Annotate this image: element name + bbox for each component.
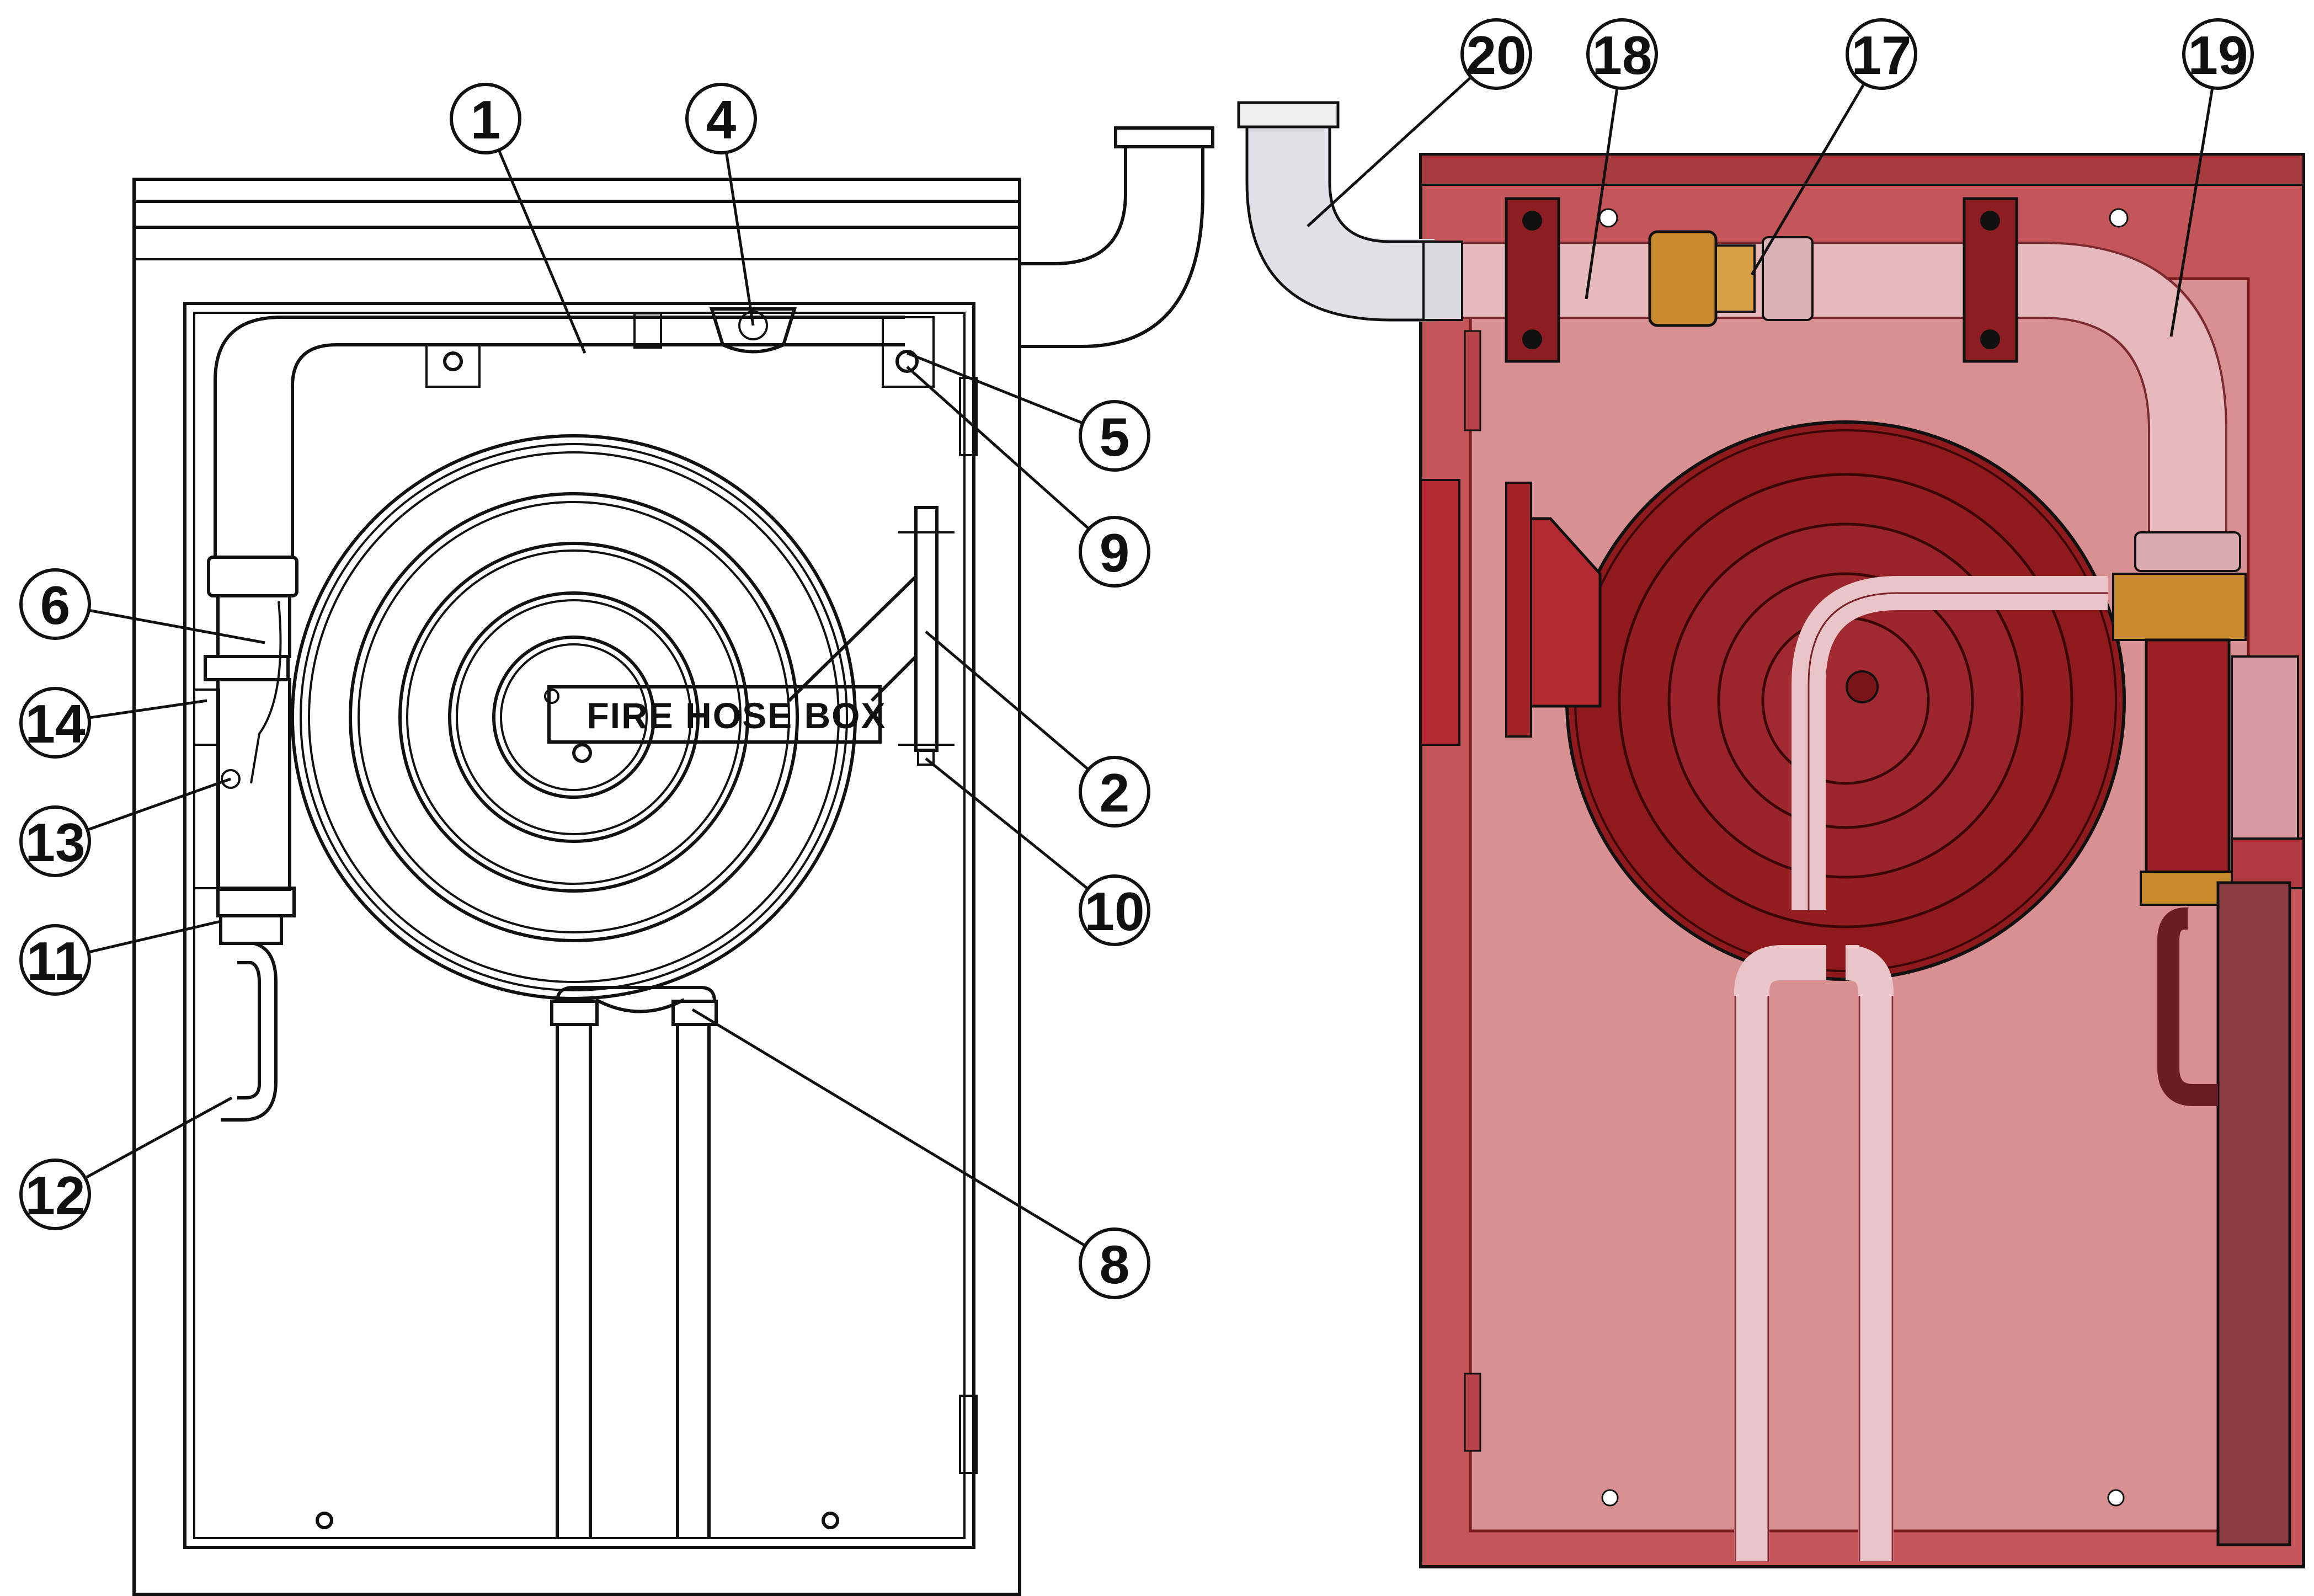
- callout-bubble-4: [685, 83, 757, 154]
- brass-coupling: [1648, 230, 1718, 327]
- callout-bubble-6: [19, 568, 91, 640]
- valve-union-lower: [216, 887, 296, 917]
- reel-label: FIRE HOSE BOX: [587, 695, 886, 736]
- callout-number-6: 6: [40, 575, 71, 636]
- bottom-pipes-colored: [1734, 945, 1894, 1561]
- callout-leader-20: [1307, 76, 1472, 227]
- callout-number-19: 19: [2188, 25, 2248, 86]
- cabinet-left-plate: [1420, 479, 1460, 746]
- callout-number-12: 12: [25, 1165, 85, 1226]
- callout-number-13: 13: [25, 812, 85, 873]
- callout-leader-5: [907, 351, 1084, 425]
- callout-number-4: 4: [706, 89, 737, 150]
- callout-leader-12: [84, 1096, 233, 1179]
- valve-union-upper: [207, 556, 298, 597]
- callout-bubble-10: [1079, 874, 1150, 946]
- callout-bubble-1: [450, 83, 521, 154]
- callout-bubble-2: [1079, 756, 1150, 828]
- callout-leader-1: [497, 150, 587, 354]
- bottom-pipe-right: [676, 1023, 711, 1539]
- callout-leader-6: [88, 608, 265, 644]
- valve-handle: [221, 942, 278, 1122]
- callout-bubble-13: [19, 805, 91, 877]
- callout-number-5: 5: [1100, 407, 1130, 467]
- outlet-elbow: [1020, 146, 1204, 348]
- callout-number-9: 9: [1100, 522, 1130, 583]
- cabinet-top-strip: [1420, 153, 2305, 186]
- callout-number-20: 20: [1466, 25, 1526, 86]
- callout-leader-18: [1585, 87, 1619, 300]
- bracket-right: [882, 316, 935, 388]
- callout-number-1: 1: [471, 89, 501, 150]
- callout-number-8: 8: [1100, 1234, 1130, 1295]
- mounting-post: [914, 506, 939, 752]
- supply-pipe-top: [214, 316, 905, 557]
- callout-number-18: 18: [1592, 25, 1652, 86]
- mounting-hole-right: [822, 1512, 839, 1529]
- extinguisher-cylinder: [2216, 881, 2291, 1546]
- mounting-hole-left: [316, 1512, 333, 1529]
- callout-leader-11: [88, 920, 221, 954]
- lower-hinge: [959, 1395, 978, 1474]
- valve-union-colored: [2134, 531, 2241, 572]
- bracket-left: [425, 344, 481, 388]
- callout-bubble-19: [2182, 18, 2254, 90]
- callout-bubble-5: [1079, 400, 1150, 472]
- callout-bubble-14: [19, 687, 91, 759]
- callout-bubble-17: [1846, 18, 1917, 90]
- callout-bubble-11: [19, 924, 91, 996]
- cabinet-inner-frame: [183, 302, 975, 1549]
- keyhole-left: [1598, 208, 1618, 228]
- callout-bubble-20: [1460, 18, 1532, 90]
- callout-leader-19: [2169, 87, 2214, 337]
- callout-number-17: 17: [1851, 25, 1911, 86]
- valve-body: [204, 655, 290, 681]
- keyhole-right: [2109, 208, 2129, 228]
- bottom-pipe-left: [556, 1023, 592, 1539]
- supply-pipe-colored: [1435, 242, 2226, 552]
- reel-arm: [547, 685, 882, 744]
- callout-leader-9: [906, 366, 1090, 530]
- callout-number-2: 2: [1100, 762, 1130, 823]
- top-valve: [709, 307, 797, 354]
- mounting-hole-left-colored: [1601, 1489, 1619, 1507]
- callout-bubble-8: [1079, 1227, 1150, 1299]
- callout-leader-2: [925, 631, 1090, 771]
- callout-leader-13: [87, 777, 231, 831]
- valve-handle-colored: [2157, 908, 2218, 1106]
- hose-reel-left: [291, 434, 857, 1000]
- pipe-tee-junction: [556, 986, 716, 1013]
- side-valve-colored: [2231, 655, 2299, 845]
- callout-leader-10: [925, 757, 1089, 890]
- callout-bubble-9: [1079, 516, 1150, 588]
- line-drawing-view: FIRE HOSE BOX: [132, 126, 1214, 1596]
- mounting-hole-right-colored: [2107, 1489, 2125, 1507]
- callout-bubble-12: [19, 1159, 91, 1230]
- hose-reel-colored: [1565, 420, 2126, 981]
- cabinet-outer-frame: [132, 178, 1021, 1596]
- outlet-elbow-colored: [1247, 127, 1435, 322]
- callout-leader-14: [88, 699, 207, 719]
- callout-number-11: 11: [26, 931, 84, 991]
- callout-number-14: 14: [25, 693, 85, 754]
- callout-leader-8: [691, 1008, 1086, 1247]
- callout-leader-4: [725, 152, 755, 326]
- colored-render-view: [1237, 101, 2305, 1568]
- outlet-elbow-flange: [1114, 126, 1214, 148]
- callout-bubble-18: [1586, 18, 1658, 90]
- callout-leader-17: [1750, 83, 1865, 276]
- callout-number-10: 10: [1084, 881, 1144, 942]
